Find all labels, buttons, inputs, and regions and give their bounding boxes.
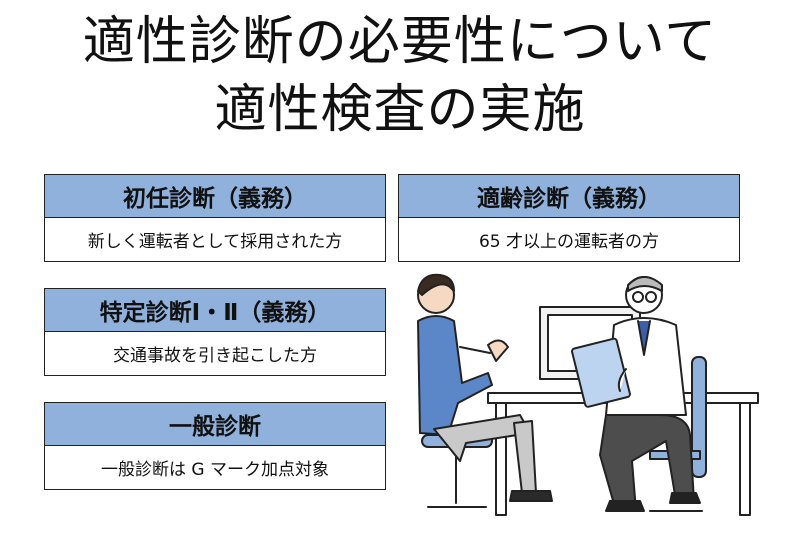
card-specific-diagnosis: 特定診断Ⅰ・Ⅱ（義務） 交通事故を引き起こした方 xyxy=(44,288,386,376)
page-title-line1: 適性診断の必要性について xyxy=(82,12,718,72)
patient-figure xyxy=(417,273,553,502)
card-description: 65 才以上の運転者の方 xyxy=(478,231,660,252)
card-description: 交通事故を引き起こした方 xyxy=(113,345,317,366)
card-description: 新しく運転者として採用された方 xyxy=(87,231,343,252)
card-initial-diagnosis: 初任診断（義務） 新しく運転者として採用された方 xyxy=(44,174,386,262)
card-title: 一般診断 xyxy=(45,403,385,446)
card-age-diagnosis: 適齢診断（義務） 65 才以上の運転者の方 xyxy=(398,174,740,262)
card-title: 特定診断Ⅰ・Ⅱ（義務） xyxy=(45,289,385,332)
doctor-chair xyxy=(649,356,707,512)
page-title-line2: 適性検査の実施 xyxy=(214,80,586,140)
doctor-figure xyxy=(571,276,701,512)
card-title: 適齢診断（義務） xyxy=(399,175,739,218)
consultation-illustration xyxy=(417,273,759,516)
card-description: 一般診断は G マーク加点対象 xyxy=(101,459,329,480)
card-title: 初任診断（義務） xyxy=(45,175,385,218)
card-general-diagnosis: 一般診断 一般診断は G マーク加点対象 xyxy=(44,402,386,490)
